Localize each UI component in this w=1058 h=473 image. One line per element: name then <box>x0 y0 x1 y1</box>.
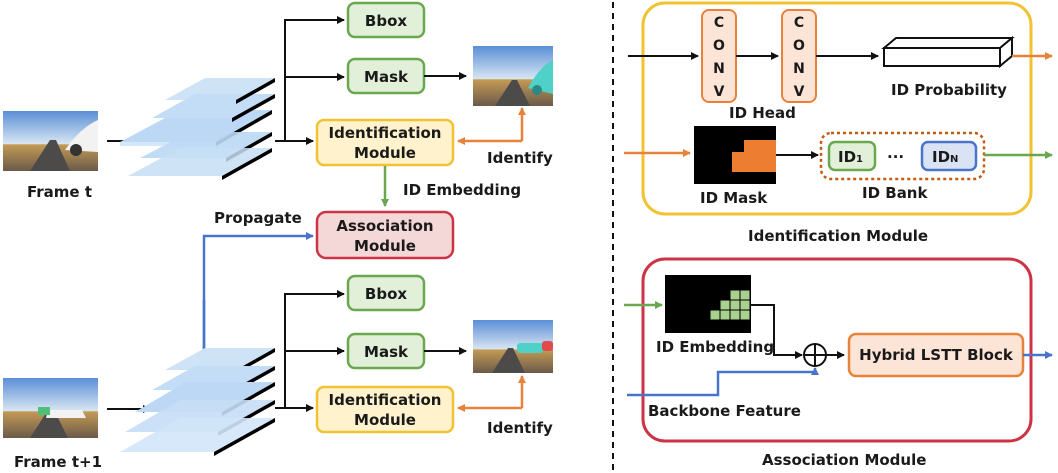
backbone-feature-label: Backbone Feature <box>648 402 801 420</box>
arrow-embedding-to-sum <box>751 304 803 359</box>
idn-sub: N <box>950 154 958 165</box>
id-embedding-label: ID Embedding <box>403 181 521 199</box>
id1-box <box>827 140 877 172</box>
id-dots: ··· <box>887 148 904 166</box>
conv2-n: N <box>793 61 805 77</box>
id-head-label: ID Head <box>729 104 796 122</box>
conv1-c: C <box>714 15 724 31</box>
identification-module-detail <box>641 1 1033 216</box>
identification-module-box <box>315 118 455 167</box>
mask-output-image-t <box>473 46 553 106</box>
id-probability-label: ID Probability <box>891 81 1007 99</box>
identification2-label-1: Identification <box>329 391 442 409</box>
conv2-o: O <box>793 38 805 54</box>
identification-label-1: Identification <box>329 124 442 142</box>
id1-text: ID1 <box>838 148 863 166</box>
frame-t1-label: Frame t+1 <box>14 453 102 471</box>
bbox-label: Bbox <box>365 12 407 30</box>
propagate-label: Propagate <box>214 209 302 227</box>
idn-box <box>920 140 978 172</box>
association-label-2: Module <box>354 237 416 255</box>
conv1-v: V <box>714 84 725 100</box>
arrow-to-bbox <box>275 16 345 142</box>
bbox-box <box>346 1 426 39</box>
mask-label: Mask <box>364 68 409 86</box>
id1-main: ID <box>838 148 856 166</box>
identification-module-box-2 <box>315 385 455 434</box>
association-module-detail <box>641 257 1033 443</box>
association-label-1: Association <box>336 217 433 235</box>
id-bank-container <box>819 131 986 181</box>
hybrid-lstt-label: Hybrid LSTT Block <box>859 346 1014 364</box>
id1-sub: 1 <box>856 154 863 165</box>
id-probability-vector <box>881 35 1015 69</box>
id-bank-label: ID Bank <box>862 184 928 202</box>
association-module-box <box>315 210 455 260</box>
identification-module-title: Identification Module <box>748 227 928 245</box>
id-embedding-detail-label: ID Embedding <box>656 338 774 356</box>
bbox-box-2 <box>346 274 426 312</box>
conv2-v: V <box>794 84 805 100</box>
conv1-n: N <box>713 61 725 77</box>
backbone-stack-t <box>120 78 275 180</box>
association-module-title: Association Module <box>762 451 926 469</box>
conv2-c: C <box>794 15 804 31</box>
mask-label-2: Mask <box>364 343 409 361</box>
identification2-label-2: Module <box>354 411 416 429</box>
mask-output-image-t1 <box>473 320 553 373</box>
identify-label: Identify <box>487 149 553 167</box>
identification-label-2: Module <box>354 144 416 162</box>
frame-t-image <box>3 111 98 171</box>
backbone-stack-t1 <box>120 348 275 456</box>
bbox-label-2: Bbox <box>365 285 407 303</box>
frame-t-label: Frame t <box>27 183 92 201</box>
idn-text: IDN <box>932 148 958 166</box>
frame-t1-image <box>3 378 98 438</box>
id-mask-label: ID Mask <box>700 189 768 207</box>
conv1-o: O <box>713 38 725 54</box>
id-mask-image <box>694 126 776 184</box>
identify-label-2: Identify <box>487 419 553 437</box>
idn-main: ID <box>932 148 950 166</box>
arrow-backbone-to-sum <box>627 367 819 397</box>
id-embedding-image <box>665 275 751 333</box>
